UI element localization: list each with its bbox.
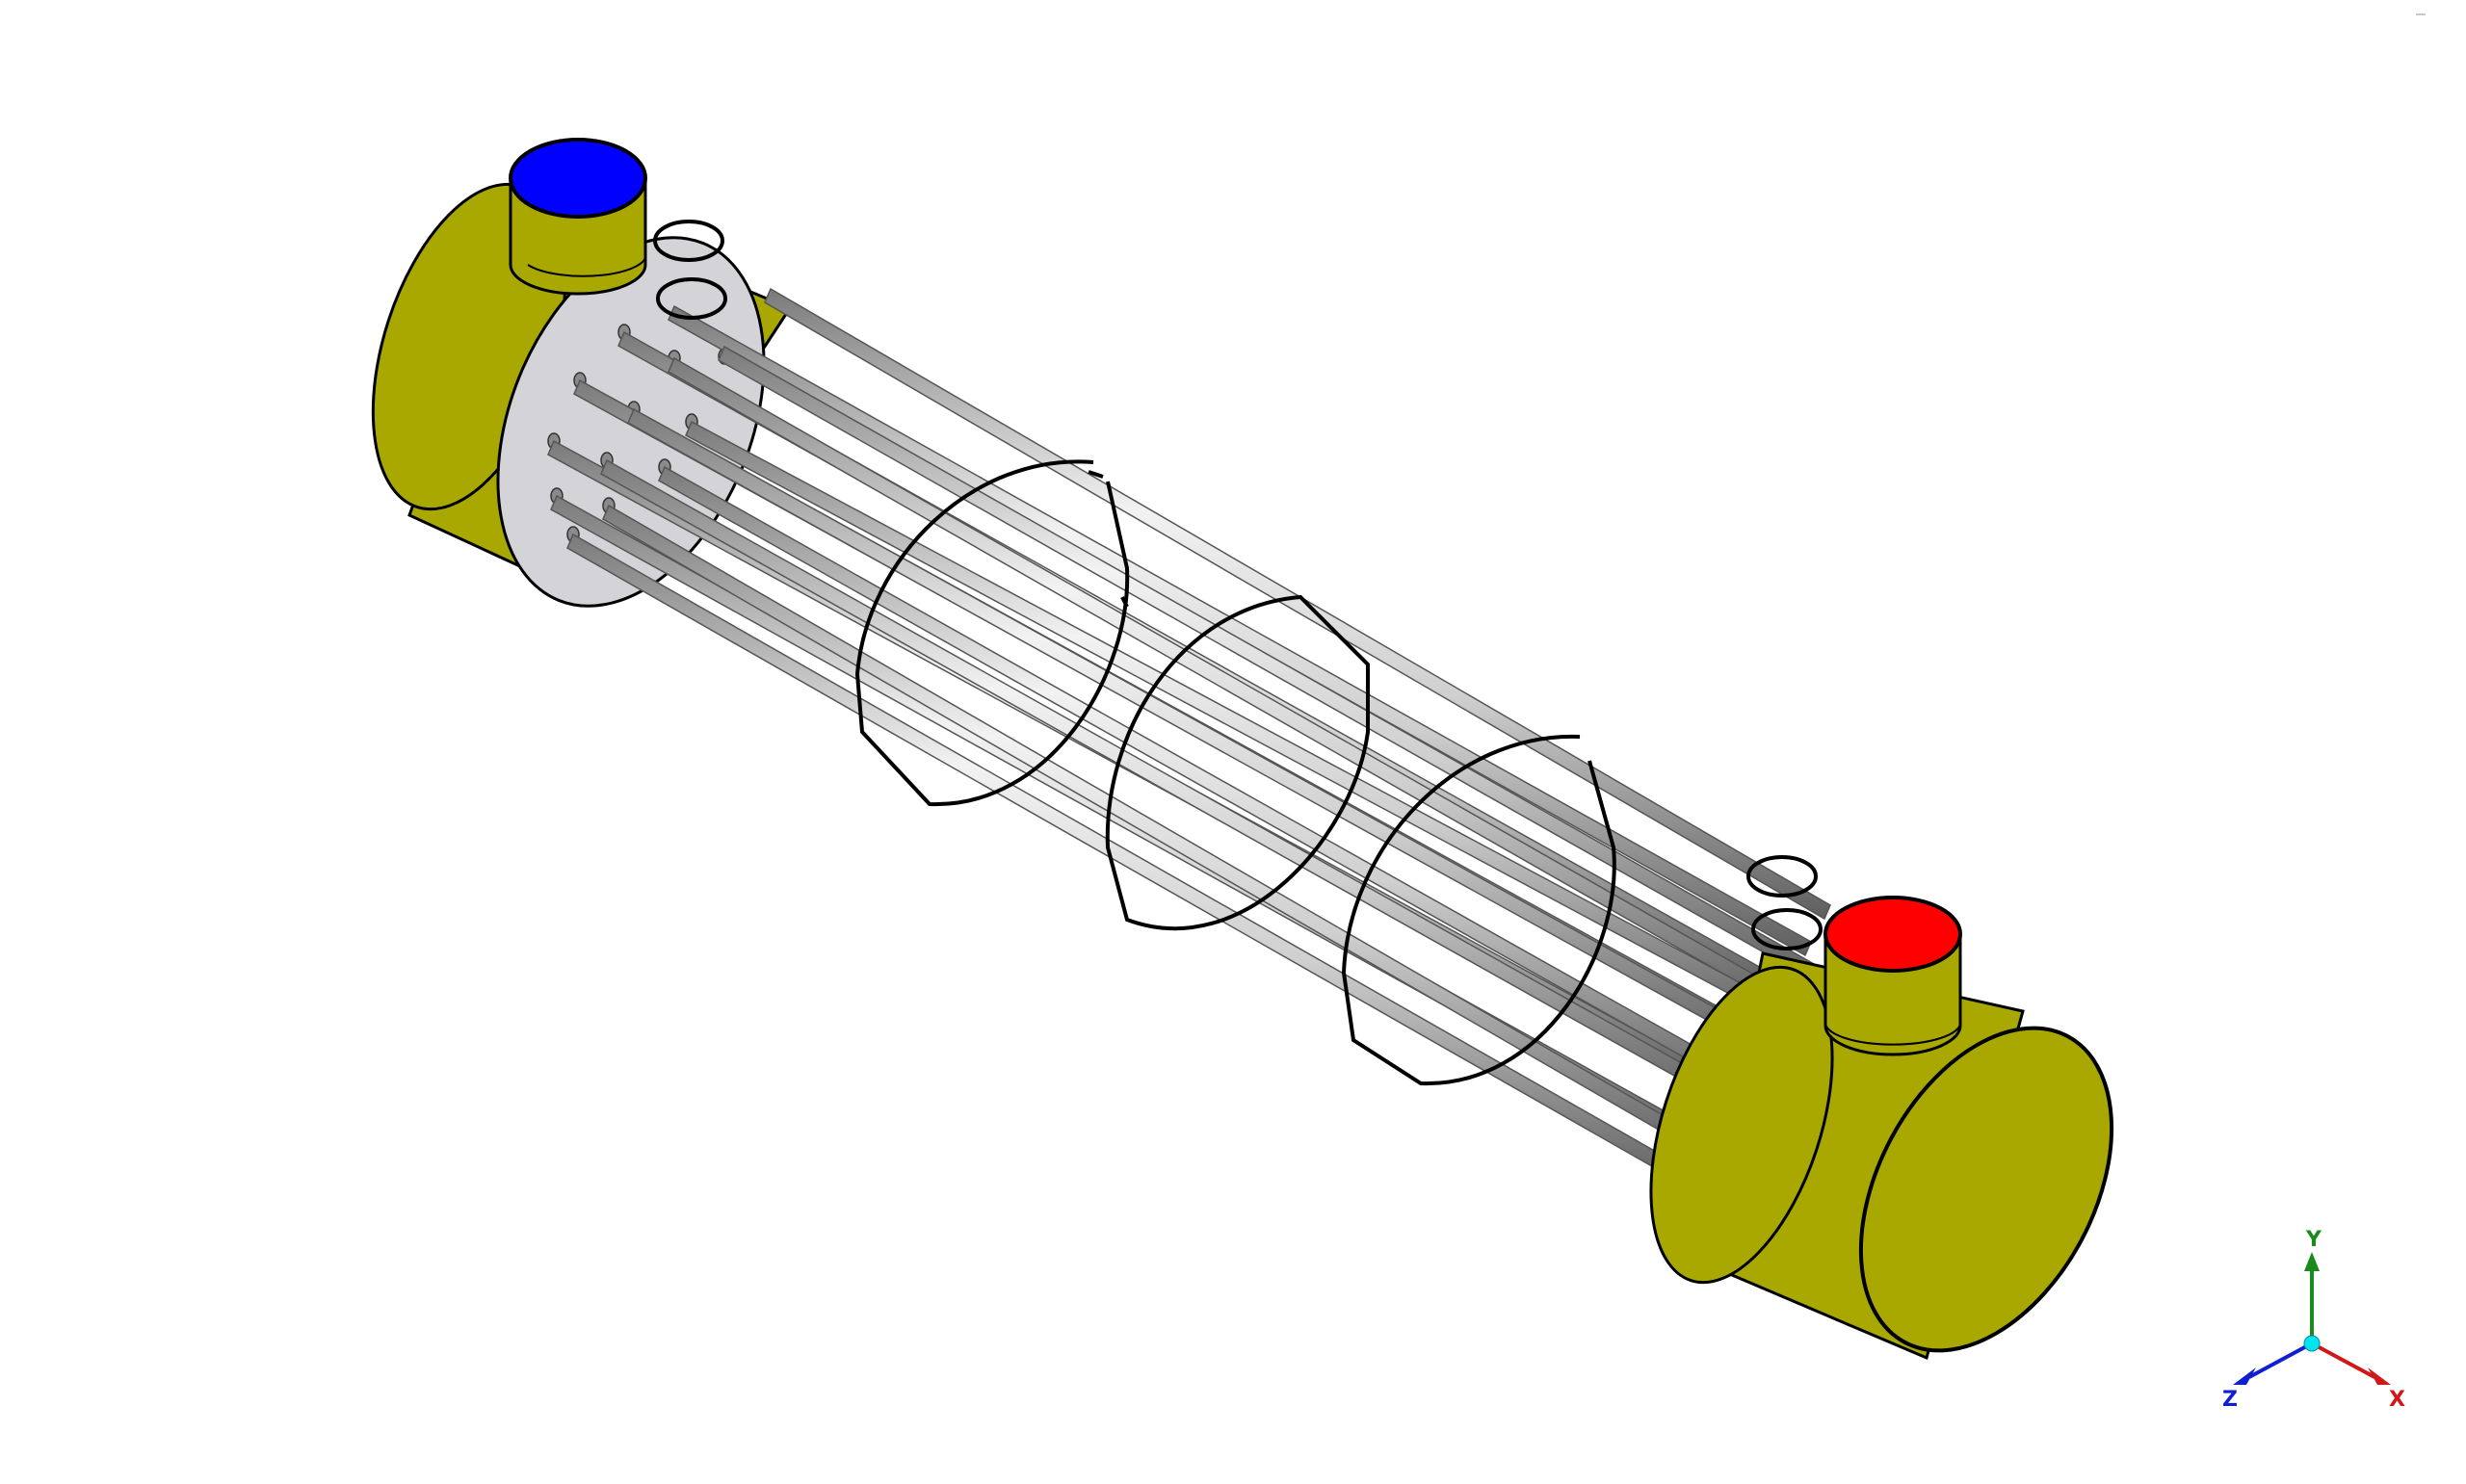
y-axis-label: Y <box>2305 1228 2322 1252</box>
baffle-3 <box>1341 734 1616 1086</box>
right-channel-head <box>1649 951 2114 1361</box>
baffle-1 <box>854 459 1130 807</box>
baffle-2 <box>1105 594 1370 931</box>
nozzle-ring-outlines <box>653 220 1823 950</box>
tube-bundle <box>547 287 1831 1195</box>
x-axis-label: X <box>2389 1388 2405 1412</box>
inlet-nozzle[interactable] <box>509 138 647 296</box>
corner-marker <box>2416 13 2426 15</box>
outlet-nozzle[interactable] <box>1823 896 1962 1056</box>
axis-triad: Y X Z <box>2187 1223 2418 1425</box>
z-axis-label: Z <box>2222 1388 2238 1412</box>
